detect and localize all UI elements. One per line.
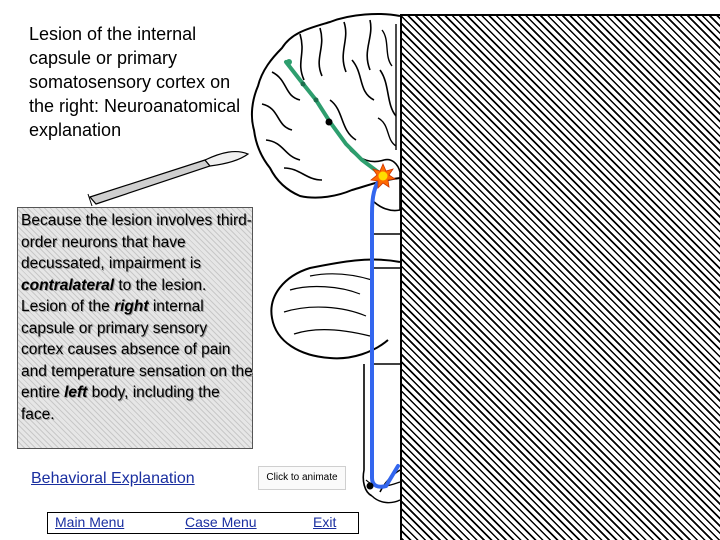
emphasis-right: right	[114, 298, 149, 315]
behavioral-explanation-link[interactable]: Behavioral Explanation	[31, 470, 195, 487]
pathway-node	[286, 59, 292, 65]
gyri-lines	[261, 19, 397, 181]
third-order-pathway	[284, 60, 380, 174]
scalpel-icon	[87, 150, 250, 207]
menu-bar: Main Menu Case Menu Exit	[47, 512, 359, 534]
lesion-marker	[370, 162, 397, 189]
cortex-outline	[250, 13, 401, 199]
explanation-part-1: Because the lesion involves third-order …	[21, 212, 252, 272]
explanation-part-4: body, including the face.	[21, 384, 220, 423]
pathway-node	[325, 118, 333, 126]
thalamus-outline	[349, 149, 401, 212]
explanation-box: Because the lesion involves third-order …	[17, 207, 253, 449]
spinal-neuron	[366, 482, 374, 490]
pathway-node	[313, 97, 319, 103]
cerebellum-folia	[283, 273, 373, 337]
explanation-text: Because the lesion involves third-order …	[21, 210, 253, 425]
explanation-part-2: to the lesion. Lesion of the	[21, 276, 207, 316]
emphasis-contralateral: contralateral	[21, 276, 115, 294]
cerebellum-outline	[270, 258, 401, 360]
emphasis-left: left	[64, 384, 88, 401]
explanation-part-3: internal capsule or primary sensory cort…	[21, 298, 253, 401]
hatched-overlay	[400, 14, 720, 540]
main-menu-link[interactable]: Main Menu	[55, 514, 125, 530]
ascending-pathway	[370, 174, 400, 489]
animate-button[interactable]: Click to animate	[258, 466, 346, 490]
spinal-cord-outline	[362, 364, 401, 497]
page-title: Lesion of the internal capsule or primar…	[29, 24, 241, 140]
sulci-edge	[377, 24, 397, 150]
pathway-node	[300, 81, 306, 87]
spinal-root	[371, 495, 401, 504]
exit-link[interactable]: Exit	[313, 514, 337, 530]
case-menu-link[interactable]: Case Menu	[185, 514, 257, 530]
